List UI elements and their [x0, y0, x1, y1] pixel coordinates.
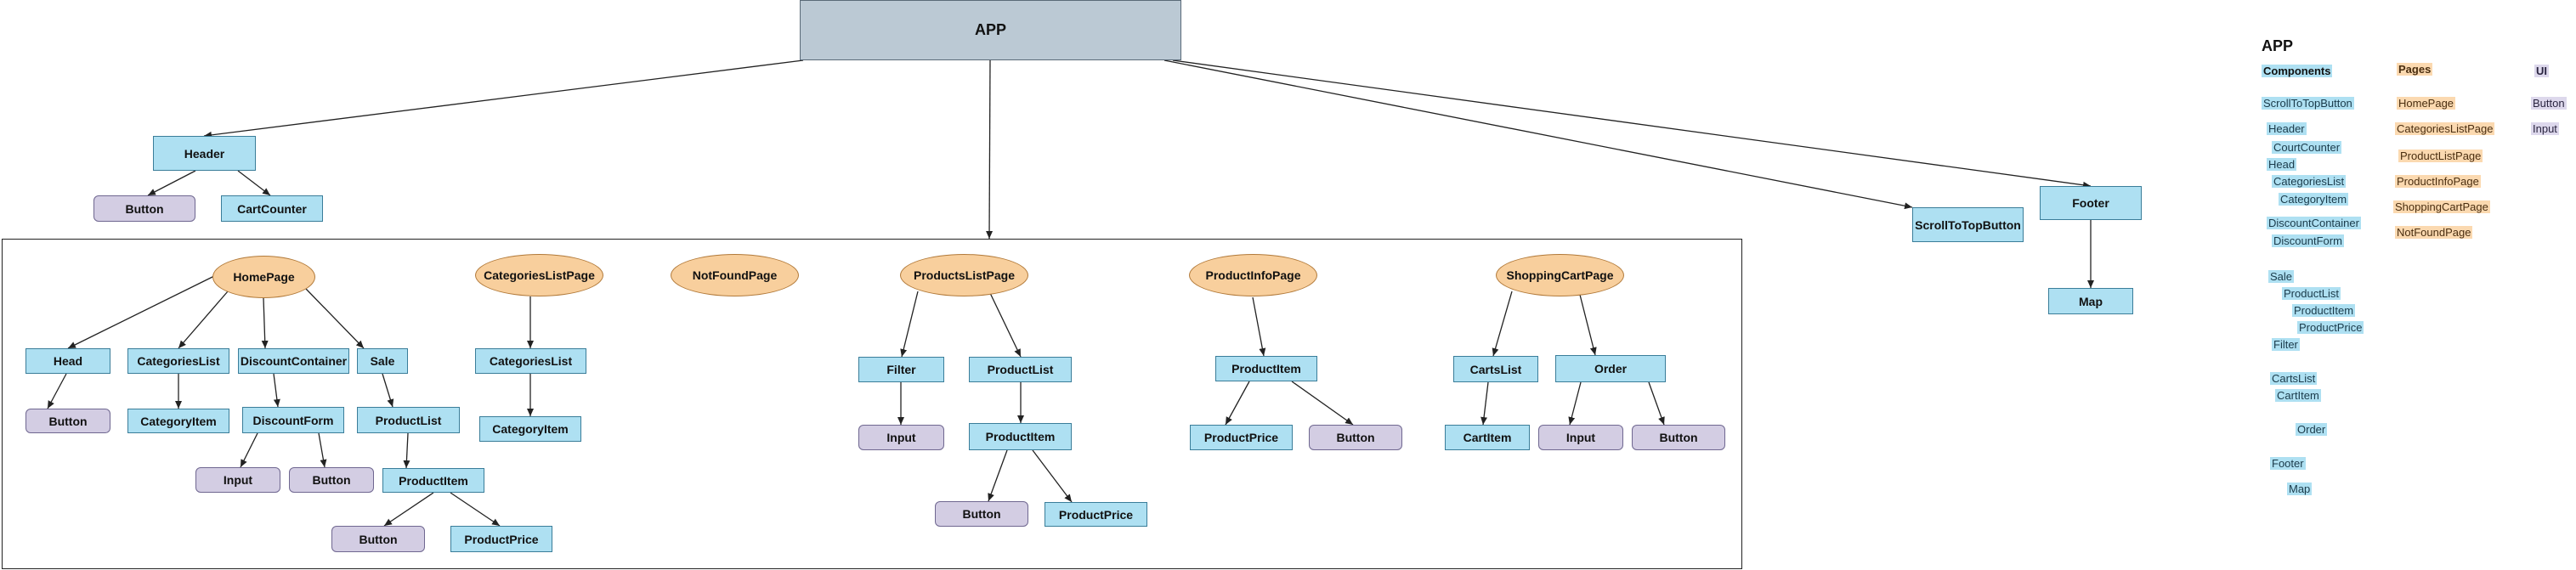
pip-button-node[interactable]: Button — [1309, 425, 1402, 450]
sale-product-item-node[interactable]: ProductItem — [382, 468, 484, 493]
scroll-to-top-node[interactable]: ScrollToTopButton — [1912, 207, 2024, 242]
legend-page-item: ProductListPage — [2398, 150, 2483, 162]
app-root-node[interactable]: APP — [800, 0, 1181, 60]
legend-component-item: ScrollToTopButton — [2262, 97, 2354, 110]
legend-component-item: Head — [2267, 158, 2297, 171]
plp-filter-input-node[interactable]: Input — [858, 425, 944, 450]
pip-product-price-node[interactable]: ProductPrice — [1190, 425, 1293, 450]
plp-product-list-node[interactable]: ProductList — [969, 357, 1072, 382]
home-page-node[interactable]: HomePage — [212, 256, 315, 298]
home-categories-list-node[interactable]: CategoriesList — [127, 348, 229, 374]
legend-component-item: CartItem — [2275, 389, 2321, 402]
legend-page-item: CategoriesListPage — [2395, 122, 2495, 135]
order-button-node[interactable]: Button — [1632, 425, 1725, 450]
header-node[interactable]: Header — [153, 136, 256, 171]
categories-list-page-node[interactable]: CategoriesListPage — [475, 254, 603, 296]
plp-item-button-node[interactable]: Button — [935, 501, 1028, 527]
legend-ui-item: Button — [2531, 97, 2567, 110]
product-info-page-node[interactable]: ProductInfoPage — [1189, 254, 1317, 296]
legend-component-item: DiscountForm — [2272, 234, 2344, 247]
plp-item-price-node[interactable]: ProductPrice — [1045, 502, 1147, 527]
sale-item-price-node[interactable]: ProductPrice — [450, 526, 552, 552]
legend-ui-item: Input — [2531, 122, 2559, 135]
pip-product-item-node[interactable]: ProductItem — [1215, 356, 1317, 381]
discount-input-node[interactable]: Input — [195, 467, 280, 493]
legend-page-item: ProductInfoPage — [2395, 175, 2481, 188]
products-list-page-node[interactable]: ProductsListPage — [900, 254, 1028, 296]
legend-page-item: NotFoundPage — [2395, 226, 2473, 239]
sale-item-button-node[interactable]: Button — [331, 526, 425, 552]
footer-node[interactable]: Footer — [2040, 186, 2142, 220]
legend-component-item: CartsList — [2270, 372, 2318, 385]
map-node[interactable]: Map — [2048, 288, 2133, 314]
plp-product-item-node[interactable]: ProductItem — [969, 423, 1072, 450]
order-node[interactable]: Order — [1555, 355, 1666, 382]
sale-node[interactable]: Sale — [357, 348, 408, 374]
home-category-item-node[interactable]: CategoryItem — [127, 409, 229, 433]
sale-product-list-node[interactable]: ProductList — [357, 407, 460, 433]
legend-component-item: CategoriesList — [2272, 175, 2347, 188]
legend-ui-heading: UI — [2534, 65, 2549, 77]
shopping-cart-page-node[interactable]: ShoppingCartPage — [1496, 254, 1624, 296]
discount-container-node[interactable]: DiscountContainer — [238, 348, 349, 374]
legend-component-item: Footer — [2270, 457, 2306, 470]
pages-container — [2, 239, 1742, 569]
legend-component-item: Map — [2287, 483, 2313, 495]
legend-component-item: Filter — [2272, 338, 2300, 351]
legend-component-item: ProductItem — [2292, 304, 2356, 317]
order-input-node[interactable]: Input — [1538, 425, 1623, 450]
legend-component-item: ProductPrice — [2297, 321, 2364, 334]
discount-button-node[interactable]: Button — [289, 467, 374, 493]
header-button-node[interactable]: Button — [93, 195, 195, 222]
legend-page-item: ShoppingCartPage — [2393, 200, 2490, 213]
legend-component-item: Sale — [2268, 270, 2295, 283]
plp-filter-node[interactable]: Filter — [858, 357, 944, 382]
legend-title: APP — [2262, 37, 2294, 54]
legend-component-item: Header — [2267, 122, 2307, 135]
cart-item-node[interactable]: CartItem — [1445, 425, 1530, 450]
legend-component-item: CourtCounter — [2272, 141, 2342, 154]
legend-components-heading: Components — [2262, 65, 2333, 77]
clp-categories-list-node[interactable]: CategoriesList — [475, 348, 586, 374]
legend-component-item: Order — [2296, 423, 2328, 436]
discount-form-node[interactable]: DiscountForm — [242, 407, 344, 433]
legend-pages-heading: Pages — [2397, 63, 2433, 76]
legend-page-item: HomePage — [2397, 97, 2456, 110]
legend-component-item: DiscountContainer — [2267, 217, 2361, 229]
home-head-button-node[interactable]: Button — [25, 409, 110, 433]
cart-counter-node[interactable]: CartCounter — [221, 195, 323, 222]
legend-component-item: CategoryItem — [2279, 193, 2349, 206]
carts-list-node[interactable]: CartsList — [1453, 356, 1538, 382]
not-found-page-node[interactable]: NotFoundPage — [671, 254, 799, 296]
legend-component-item: ProductList — [2282, 287, 2341, 300]
clp-category-item-node[interactable]: CategoryItem — [479, 416, 581, 442]
home-head-node[interactable]: Head — [25, 348, 110, 374]
